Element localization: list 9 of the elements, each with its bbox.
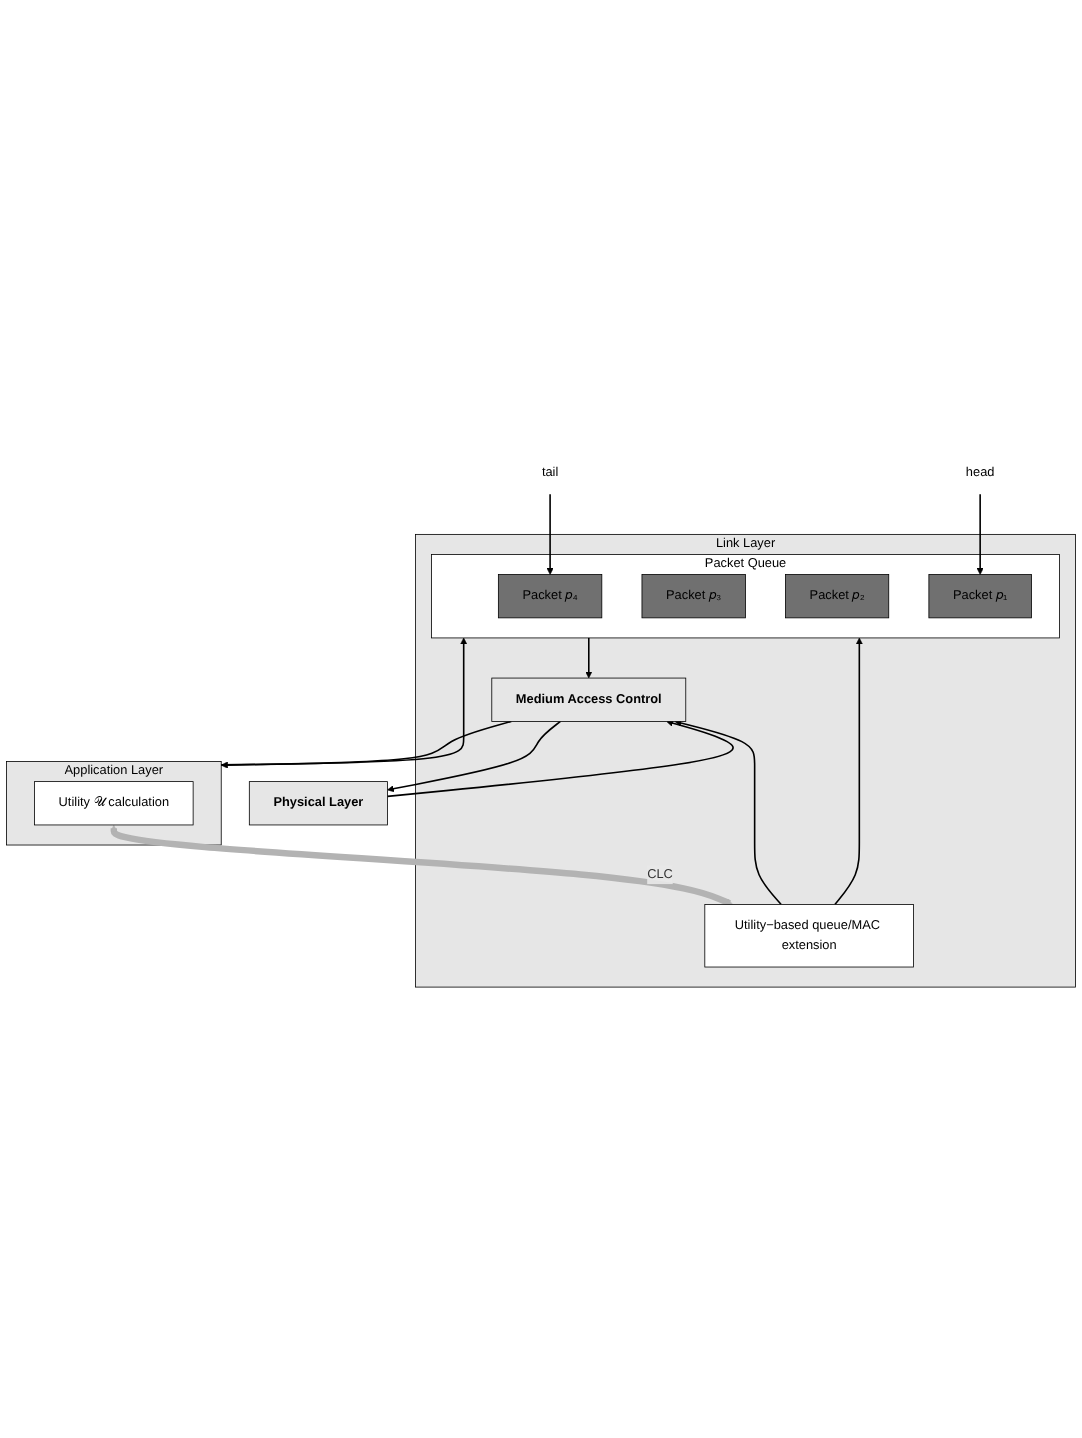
arrow xyxy=(110,824,733,907)
arrow xyxy=(220,720,513,769)
arrow xyxy=(386,719,734,798)
arrow xyxy=(387,720,562,793)
arrow xyxy=(674,719,782,906)
arrow xyxy=(976,493,984,575)
arrow xyxy=(834,637,863,906)
arrow xyxy=(585,637,593,679)
arrow xyxy=(546,493,554,575)
